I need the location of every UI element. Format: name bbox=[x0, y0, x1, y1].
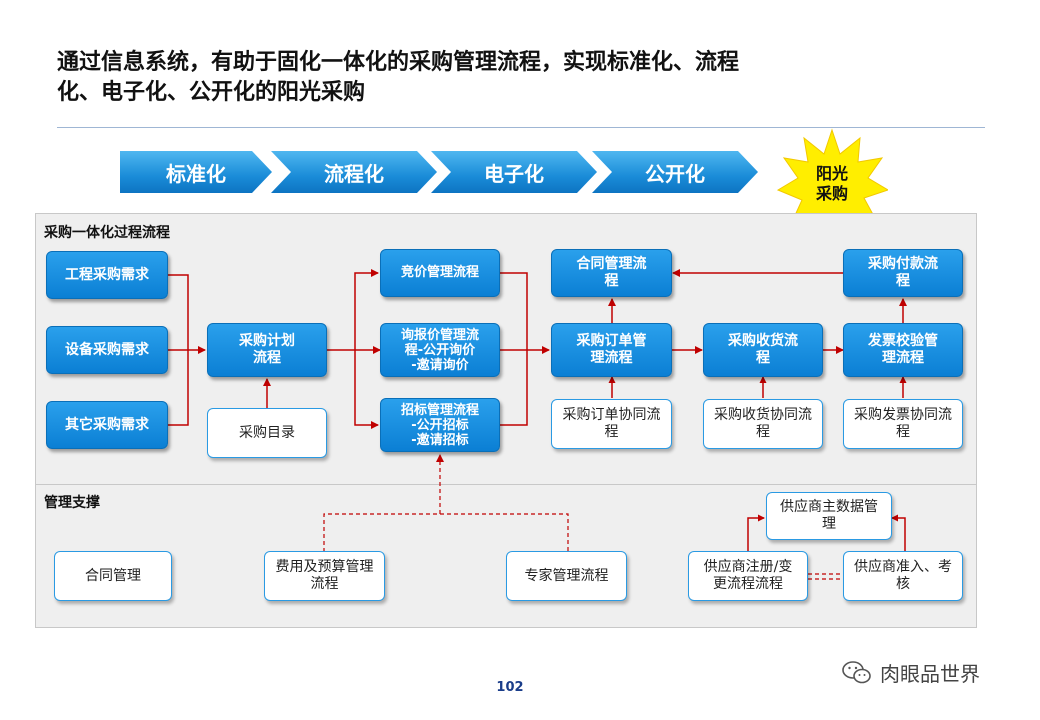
contract-process-box: 合同管理流程 bbox=[551, 249, 672, 297]
title-line-1: 通过信息系统，有助于固化一体化的采购管理流程，实现标准化、流程 bbox=[57, 50, 740, 75]
other-demand-box: 其它采购需求 bbox=[46, 401, 168, 449]
receipt-process-box: 采购收货流程 bbox=[703, 323, 823, 377]
payment-process-box: 采购付款流程 bbox=[843, 249, 963, 297]
chevron-electronic: 电子化 bbox=[431, 151, 597, 193]
process-section-label: 采购一体化过程流程 bbox=[44, 225, 170, 241]
support-section-label: 管理支撑 bbox=[44, 495, 100, 511]
order-collab-box: 采购订单协同流程 bbox=[551, 399, 672, 449]
procurement-plan-box: 采购计划流程 bbox=[207, 323, 327, 377]
receipt-collab-box: 采购收货协同流程 bbox=[703, 399, 823, 449]
engineering-demand-box: 工程采购需求 bbox=[46, 251, 168, 299]
supplier-access-box: 供应商准入、考核 bbox=[843, 551, 963, 601]
equipment-demand-box: 设备采购需求 bbox=[46, 326, 168, 374]
chevron-public: 公开化 bbox=[592, 151, 758, 193]
page-number: 102 bbox=[496, 680, 524, 695]
watermark-text: 肉眼品世界 bbox=[880, 662, 980, 686]
invoice-collab-box: 采购发票协同流程 bbox=[843, 399, 963, 449]
title-divider bbox=[57, 127, 985, 128]
inquiry-process-box: 询报价管理流程-公开询价-邀请询价 bbox=[380, 323, 500, 377]
title-line-2: 化、电子化、公开化的阳光采购 bbox=[57, 80, 366, 105]
invoice-process-box: 发票校验管理流程 bbox=[843, 323, 963, 377]
sunshine-star: 阳光采购 bbox=[776, 128, 890, 240]
tender-process-box: 招标管理流程-公开招标-邀请招标 bbox=[380, 398, 500, 452]
supplier-register-box: 供应商注册/变更流程流程 bbox=[688, 551, 808, 601]
wechat-icon bbox=[842, 660, 871, 683]
chevron-standardization: 标准化 bbox=[120, 151, 272, 193]
bidding-process-box: 竞价管理流程 bbox=[380, 249, 500, 297]
procurement-catalog-box: 采购目录 bbox=[207, 408, 327, 458]
budget-management-box: 费用及预算管理流程 bbox=[264, 551, 385, 601]
supplier-master-data-box: 供应商主数据管理 bbox=[766, 492, 892, 540]
watermark: 肉眼品世界 bbox=[842, 658, 980, 687]
expert-management-box: 专家管理流程 bbox=[506, 551, 627, 601]
page-title: 通过信息系统，有助于固化一体化的采购管理流程，实现标准化、流程 化、电子化、公开… bbox=[57, 48, 857, 108]
contract-management-box: 合同管理 bbox=[54, 551, 172, 601]
star-label: 阳光采购 bbox=[815, 164, 848, 203]
order-process-box: 采购订单管理流程 bbox=[551, 323, 672, 377]
chevron-process: 流程化 bbox=[271, 151, 437, 193]
